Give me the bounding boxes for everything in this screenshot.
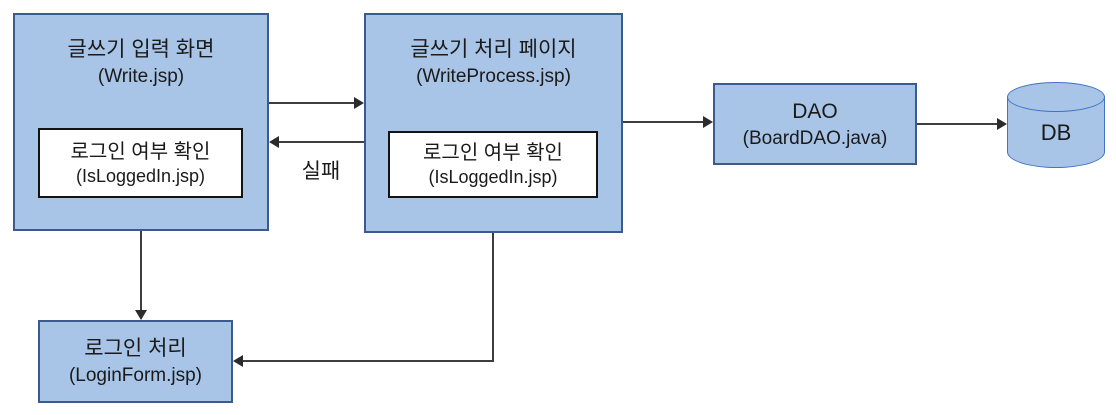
isloggedin-subtitle: (IsLoggedIn.jsp): [428, 167, 558, 187]
db-cylinder-top: [1007, 82, 1105, 112]
edge-label-fail: 실패: [301, 160, 341, 183]
arrow-writeprocess-to-login-hline: [243, 360, 494, 362]
node-write-title: 글쓰기 입력 화면: [67, 38, 215, 61]
node-loginform: 로그인 처리 (LoginForm.jsp): [38, 320, 233, 403]
node-writeprocess-jsp: 글쓰기 처리 페이지 (WriteProcess.jsp) 로그인 여부 확인 …: [364, 13, 623, 233]
arrow-write-to-login-head: [135, 310, 147, 320]
arrow-writeprocess-to-login-head: [233, 355, 243, 367]
node-writeprocess-title: 글쓰기 처리 페이지: [410, 38, 577, 61]
node-db: DB: [1007, 82, 1105, 168]
arrow-dao-to-db-head: [997, 118, 1007, 130]
arrow-write-to-writeprocess-line: [269, 102, 354, 104]
arrow-writeprocess-to-dao-line: [623, 121, 703, 123]
node-write-isloggedin: 로그인 여부 확인 (IsLoggedIn.jsp): [38, 128, 243, 198]
node-dao-subtitle: (BoardDAO.java): [742, 127, 888, 149]
isloggedin-subtitle: (IsLoggedIn.jsp): [75, 165, 206, 186]
arrow-writeprocess-to-login-vline: [492, 233, 494, 362]
arrow-writeprocess-to-dao-head: [703, 116, 713, 128]
node-dao-title: DAO: [792, 99, 838, 123]
node-write-jsp: 글쓰기 입력 화면 (Write.jsp) 로그인 여부 확인 (IsLogge…: [13, 13, 269, 231]
arrow-dao-to-db-line: [917, 123, 997, 125]
node-loginform-title: 로그인 처리: [84, 337, 187, 360]
node-loginform-subtitle: (LoginForm.jsp): [68, 365, 203, 386]
isloggedin-title: 로그인 여부 확인: [70, 140, 211, 163]
node-writeprocess-subtitle: (WriteProcess.jsp): [416, 66, 571, 87]
arrow-writeprocess-to-write-head: [269, 136, 279, 148]
node-db-title: DB: [1040, 120, 1072, 145]
arrow-write-to-writeprocess-head: [354, 97, 364, 109]
node-writeprocess-isloggedin: 로그인 여부 확인 (IsLoggedIn.jsp): [388, 131, 598, 198]
node-write-subtitle: (Write.jsp): [97, 66, 185, 87]
node-dao: DAO (BoardDAO.java): [713, 83, 917, 165]
isloggedin-title: 로그인 여부 확인: [423, 142, 563, 164]
arrow-write-to-login-line: [140, 231, 142, 310]
arrow-writeprocess-to-write-line: [279, 141, 364, 143]
